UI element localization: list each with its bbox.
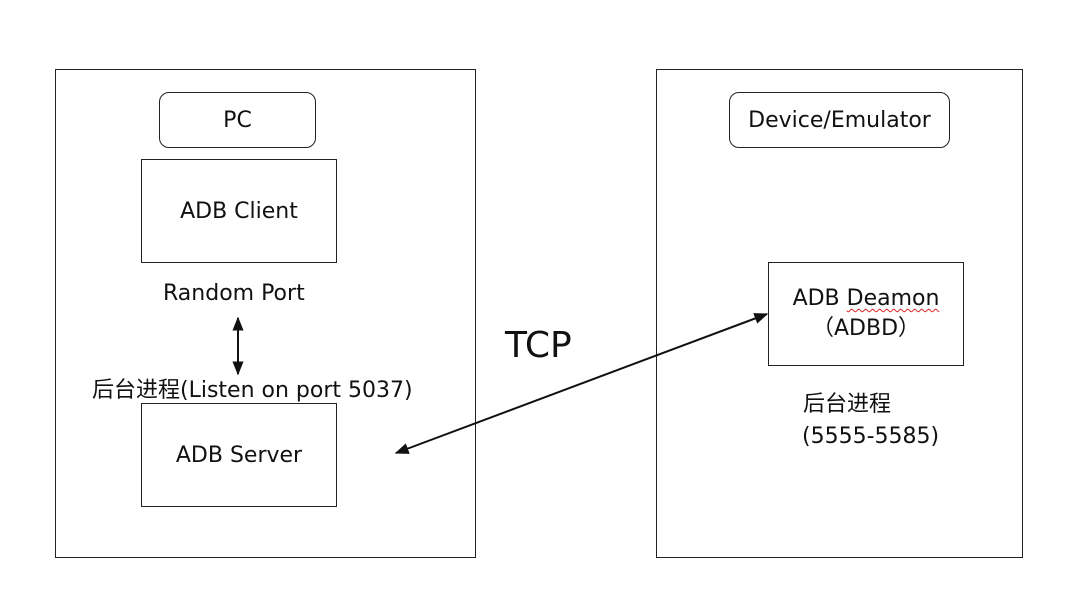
tcp-link-arrow	[394, 313, 769, 454]
adb-client-box: ADB Client	[141, 159, 337, 263]
adb-client-label: ADB Client	[180, 198, 298, 224]
server-process-note: 后台进程(Listen on port 5037)	[92, 378, 413, 403]
adb-daemon-line1: ADB Deamon	[793, 284, 940, 314]
random-port-label: Random Port	[163, 281, 305, 306]
adb-daemon-line2: （ADBD）	[811, 316, 921, 341]
pc-title: PC	[223, 107, 252, 133]
device-process-label: 后台进程	[803, 392, 892, 417]
pc-title-box: PC	[159, 92, 316, 148]
device-ports-label: (5555-5585)	[802, 424, 940, 449]
adb-server-box: ADB Server	[141, 403, 337, 507]
device-title-box: Device/Emulator	[729, 92, 950, 148]
adb-daemon-box: ADB Deamon （ADBD）	[768, 262, 964, 366]
adb-daemon-word: Deamon	[846, 286, 940, 311]
adb-daemon-prefix: ADB	[792, 286, 847, 311]
device-title: Device/Emulator	[748, 107, 931, 133]
adb-server-label: ADB Server	[175, 442, 303, 468]
